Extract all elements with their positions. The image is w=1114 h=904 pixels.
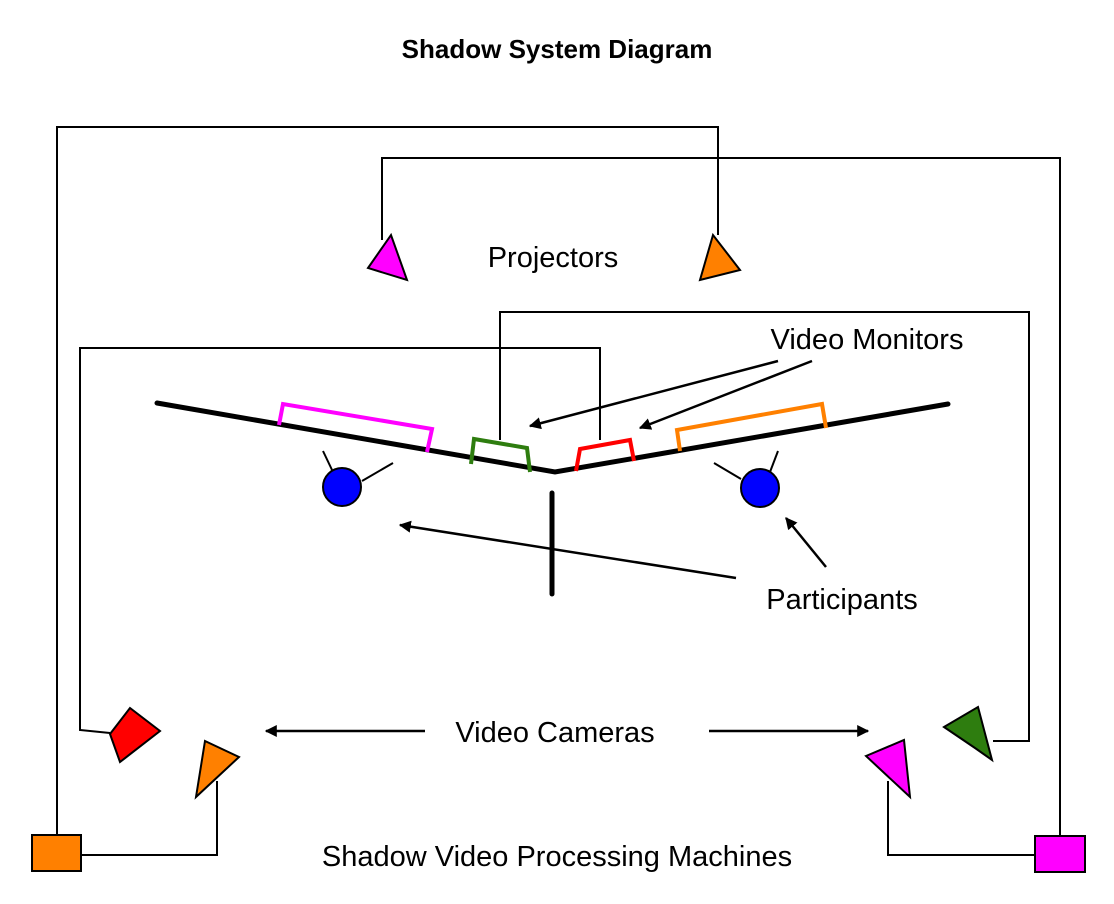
wire-magenta-camera-to-magenta-machine	[887, 781, 1035, 856]
wire-magenta-projector-to-magenta-machine	[381, 157, 1061, 836]
projector-magenta	[366, 232, 409, 282]
video-monitor-green	[469, 436, 532, 473]
label-video-monitors: Video Monitors	[771, 324, 964, 356]
wire-orange-camera-to-orange-machine	[81, 781, 218, 856]
monitor-arrow-green	[528, 359, 779, 430]
annotation-arrows	[264, 359, 870, 737]
wire-green-monitor-to-green-camera	[499, 311, 1030, 742]
screen-walls	[154, 400, 951, 597]
video-camera-red	[108, 706, 162, 764]
participant-right-head	[740, 468, 780, 508]
label-participants: Participants	[766, 584, 918, 616]
label-video-cameras: Video Cameras	[455, 717, 654, 749]
video-camera-orange	[194, 739, 241, 800]
video-monitor-red	[574, 437, 636, 472]
participant-right	[713, 450, 780, 508]
participant-left-head	[322, 467, 362, 507]
projection-screen-orange	[674, 401, 828, 452]
screen-wall	[154, 400, 951, 475]
participant-arrow-right	[785, 517, 827, 568]
diagram-title: Shadow System Diagram	[402, 34, 713, 64]
projector-orange	[698, 232, 742, 282]
wire-red-monitor-to-red-camera	[79, 347, 601, 734]
wire-orange-machine-to-orange-projector	[56, 126, 719, 835]
participant-left	[322, 450, 394, 507]
connection-wires	[56, 126, 1061, 856]
video-camera-magenta	[864, 738, 912, 800]
monitor-arrow-red	[638, 359, 813, 430]
participant-arrow-left	[398, 520, 737, 580]
projection-screen-magenta	[277, 401, 435, 453]
processing-machine-orange	[31, 834, 82, 872]
label-processing-machines: Shadow Video Processing Machines	[322, 841, 792, 873]
label-projectors: Projectors	[488, 242, 619, 274]
video-camera-green	[942, 705, 994, 763]
processing-machine-magenta	[1034, 835, 1086, 873]
